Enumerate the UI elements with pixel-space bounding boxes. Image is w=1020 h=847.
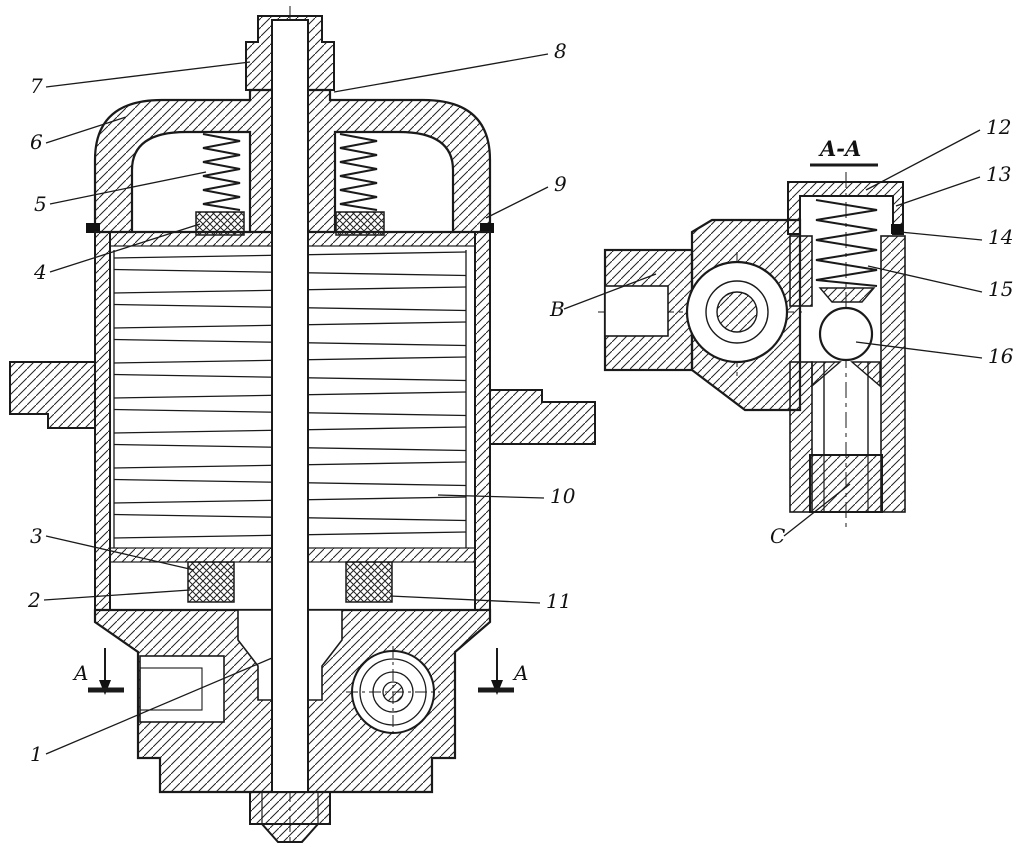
callout-label-8: 8 [554, 39, 567, 63]
return-spring-right [339, 133, 378, 211]
rim-seal-right [480, 223, 494, 233]
leader-line-5 [49, 171, 207, 205]
cap-seal [891, 224, 903, 234]
leader-line-16 [855, 341, 983, 359]
bottom-plug [809, 454, 883, 513]
valve-spring [815, 199, 878, 287]
callout-label-B: B [549, 297, 565, 321]
inlet-port-bore [139, 667, 203, 711]
leader-line-3 [45, 535, 195, 571]
callout-label-3: 3 [30, 524, 43, 548]
valve-seat-left [811, 361, 842, 388]
leader-line-12 [865, 129, 981, 191]
callout-label-15: 15 [988, 277, 1013, 301]
inlet-arm-bore [604, 285, 669, 337]
leader-line-C [783, 483, 851, 537]
callout-label-10: 10 [550, 484, 576, 508]
section-arrow-label-left: A [72, 661, 88, 685]
leader-line-10 [437, 494, 545, 499]
valve-ball [818, 306, 874, 362]
leader-line-13 [895, 176, 981, 207]
lower-seal-left [187, 561, 235, 603]
section-arrow-label-right: A [512, 661, 528, 685]
leader-line-4 [49, 223, 201, 273]
return-spring-left [202, 133, 241, 211]
piston-rod [271, 19, 309, 793]
callout-label-11: 11 [546, 589, 571, 613]
callout-label-5: 5 [34, 192, 47, 216]
section-indicator-right: A [478, 648, 528, 695]
callout-label-7: 7 [30, 74, 43, 98]
chamber-wall-right [880, 235, 906, 513]
callout-label-2: 2 [27, 588, 41, 612]
leader-line-2 [43, 589, 191, 601]
leader-line-9 [485, 186, 549, 219]
spring-follower [818, 287, 876, 303]
rim-seal-left [86, 223, 100, 233]
callout-label-13: 13 [986, 162, 1011, 186]
valve-cap [787, 181, 904, 235]
column-wall-left [789, 361, 813, 513]
callout-label-9: 9 [554, 172, 567, 196]
cylinder-wall-right [474, 231, 491, 611]
callout-label-14: 14 [988, 225, 1013, 249]
leader-line-15 [867, 265, 983, 293]
section-title: A-A [818, 136, 861, 161]
callout-label-12: 12 [986, 115, 1011, 139]
chamber-wall-left [789, 235, 813, 307]
callout-label-4: 4 [33, 260, 47, 284]
callout-label-6: 6 [30, 130, 43, 154]
bottom-nut [249, 791, 331, 843]
outlet-port [346, 646, 440, 738]
callout-label-1: 1 [30, 742, 43, 766]
callout-label-16: 16 [988, 344, 1014, 368]
cylinder-wall-left [94, 231, 111, 611]
callout-label-C: C [770, 524, 785, 548]
leader-line-B [563, 273, 657, 310]
main-view: A A [9, 6, 596, 845]
side-flange-right [489, 389, 596, 445]
leader-line-7 [45, 61, 251, 88]
lower-seal-right [345, 561, 393, 603]
section-indicator-left: A [72, 648, 124, 695]
shaft-cross-section [685, 260, 789, 364]
leader-line-8 [333, 53, 549, 93]
leader-line-14 [899, 231, 983, 241]
leader-line-6 [45, 116, 127, 144]
section-view: A-A [598, 136, 906, 530]
leader-line-1 [45, 657, 273, 755]
side-flange-left [9, 361, 96, 429]
valve-seat-right [850, 361, 881, 388]
leader-line-11 [389, 595, 541, 604]
inlet-port [139, 655, 225, 723]
